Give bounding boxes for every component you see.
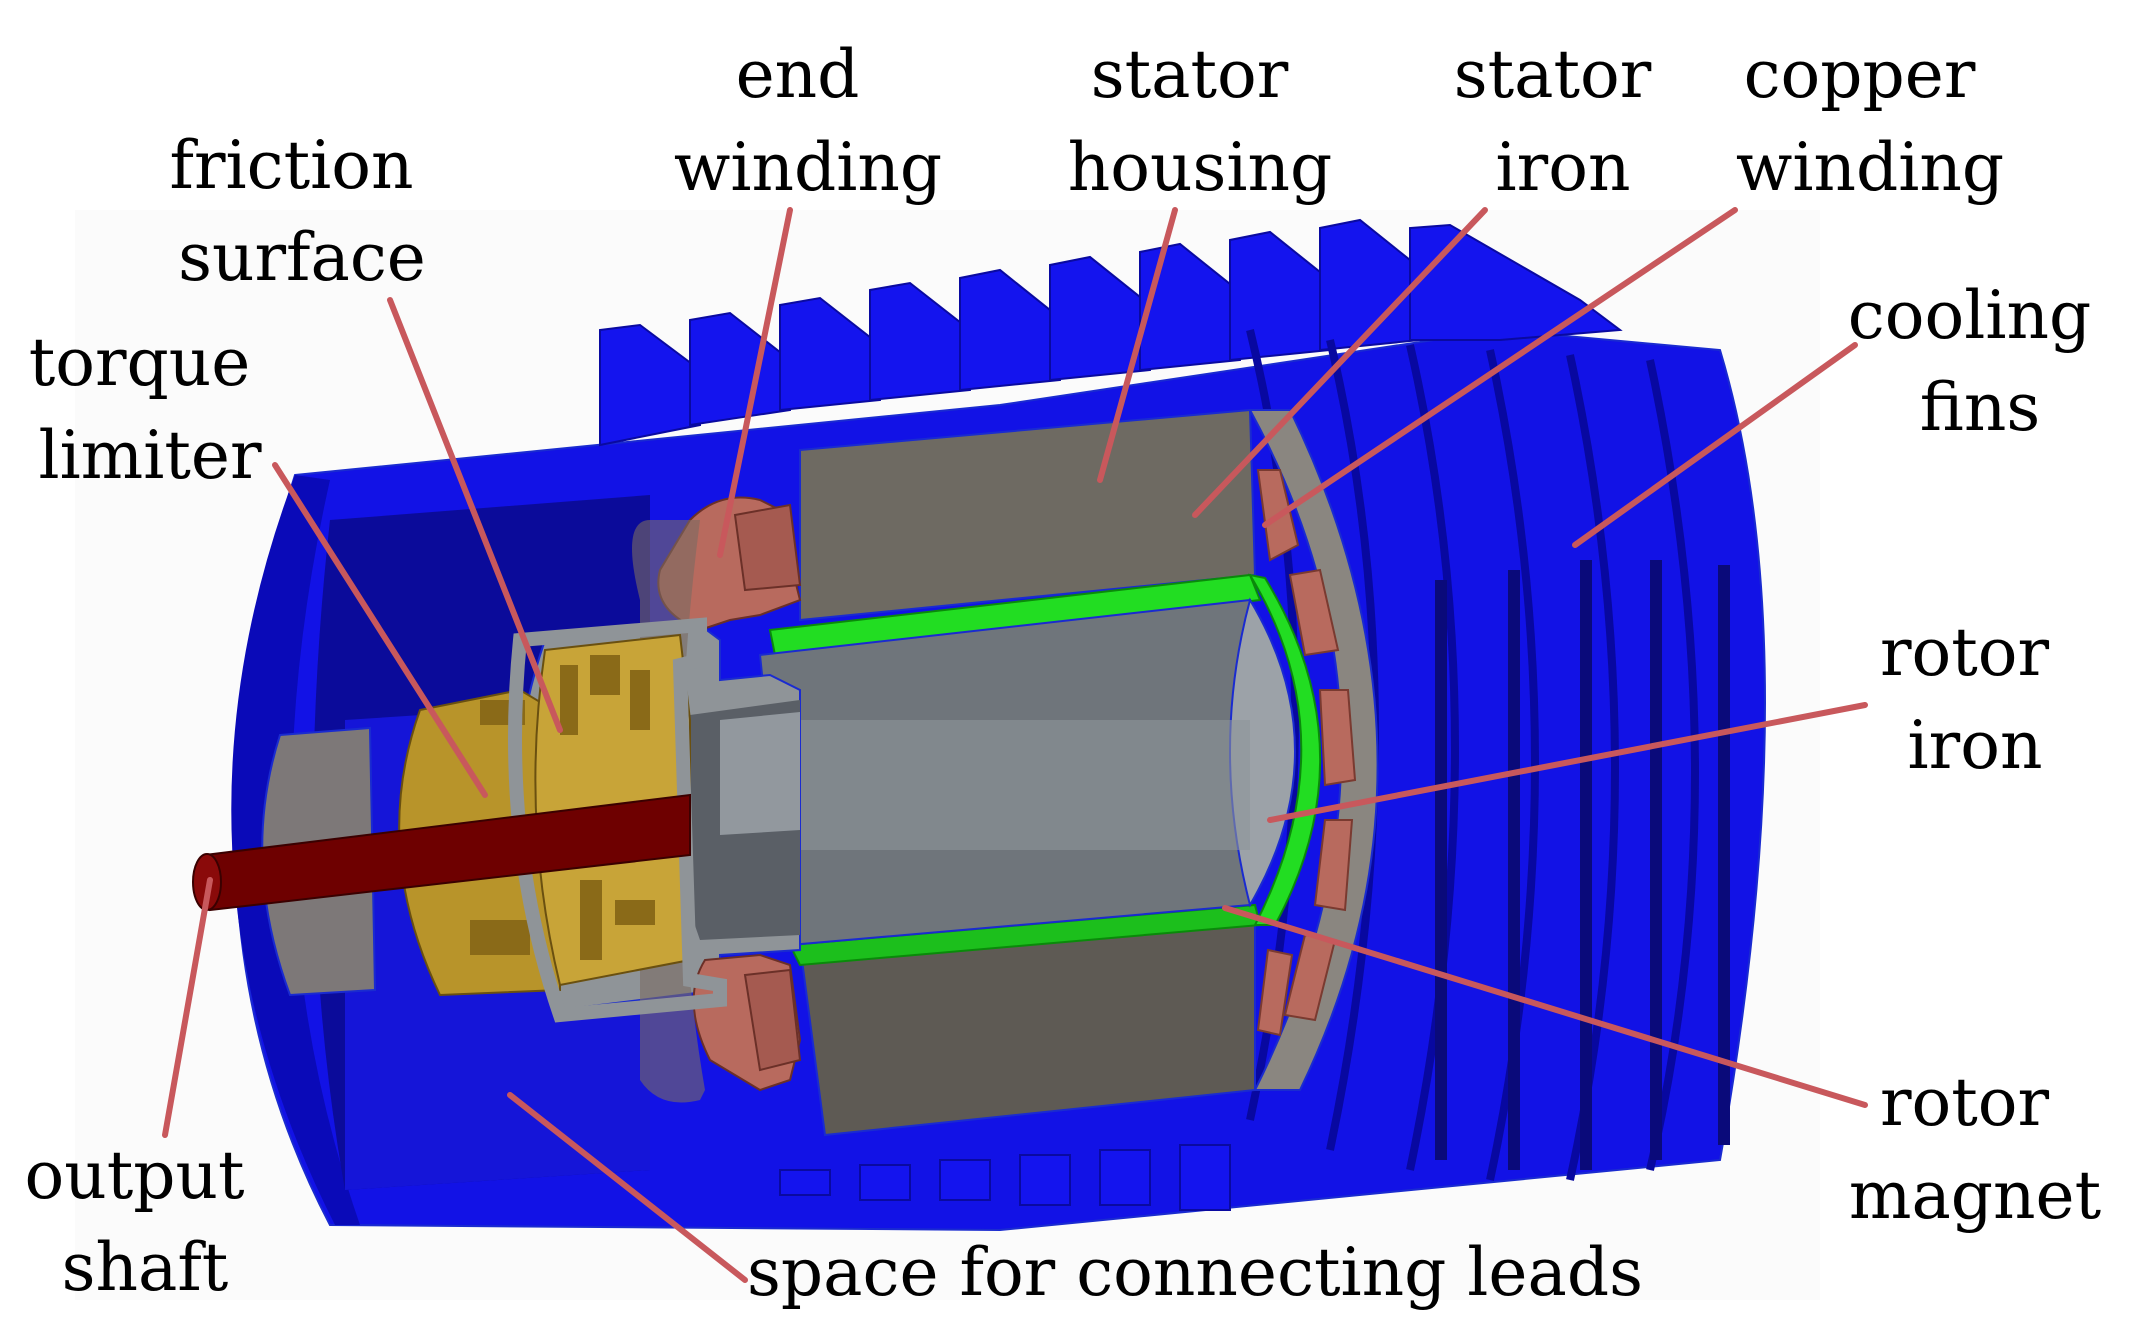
callout-labels: friction surface end winding stator hous… — [24, 36, 2112, 1311]
cooling-fin — [1409, 223, 1623, 341]
hub-inner-shine — [720, 712, 800, 835]
cooling-fin-bottom — [779, 1169, 831, 1196]
end-winding-bottom-block — [743, 968, 802, 1072]
leader-rotor-iron — [1267, 702, 1868, 823]
cooling-fin — [869, 281, 971, 402]
stator-winding-slots — [1256, 469, 1357, 1037]
fin-slots — [1435, 560, 1730, 1170]
cooling-fin-bottom — [1019, 1154, 1071, 1206]
label-end-winding: end winding — [674, 36, 942, 206]
label-rotor-magnet: rotor magnet — [1849, 1064, 2101, 1234]
rotor-magnet-top — [768, 573, 1262, 657]
cooling-fin — [1319, 218, 1421, 352]
friction-housing — [508, 617, 727, 1023]
stator-housing — [798, 408, 1379, 1137]
label-copper-winding: copper winding — [1736, 36, 2004, 206]
leader-rotor-magnet — [1222, 905, 1868, 1108]
housing-front-cap — [231, 475, 360, 1225]
cooling-fin — [1229, 230, 1331, 362]
label-space-for-leads: space for connecting leads — [747, 1234, 1643, 1311]
cooling-fin-bottom — [1099, 1149, 1151, 1206]
label-rotor-iron: rotor iron — [1880, 614, 2070, 784]
cooling-fin — [959, 268, 1061, 392]
leader-end-winding — [717, 207, 793, 558]
label-stator-housing: stator housing — [1068, 36, 1332, 206]
leader-lines — [162, 207, 1868, 1283]
leader-friction-surface — [387, 297, 563, 733]
label-torque-limiter: torque limiter — [29, 324, 272, 494]
cooling-fin-bottom — [1179, 1144, 1231, 1211]
leader-space-for-leads — [507, 1092, 748, 1283]
cooling-fin — [779, 296, 881, 412]
rotor-iron-highlight — [790, 720, 1250, 850]
label-stator-iron: stator iron — [1454, 36, 1673, 206]
end-winding-top-block — [733, 503, 802, 592]
cooling-fin — [1049, 255, 1151, 382]
label-output-shaft: output shaft — [24, 1137, 265, 1306]
cooling-fin-bottom — [939, 1159, 991, 1201]
cooling-fin — [1139, 242, 1241, 372]
rotor-iron — [758, 597, 1296, 947]
leader-copper-winding — [1262, 207, 1738, 528]
leader-stator-housing — [1097, 207, 1178, 483]
rotor-magnet-group — [768, 573, 1322, 967]
leader-output-shaft — [162, 877, 213, 1138]
label-cooling-fins: cooling fins — [1848, 277, 2112, 446]
cooling-fin-bottom — [859, 1164, 911, 1201]
cooling-fins-group — [599, 218, 1623, 1211]
leader-cooling-fins — [1572, 342, 1858, 548]
leader-torque-limiter — [272, 462, 488, 798]
cooling-fin — [599, 323, 701, 447]
label-friction-surface: friction surface — [170, 127, 435, 296]
leader-stator-iron — [1192, 207, 1488, 518]
